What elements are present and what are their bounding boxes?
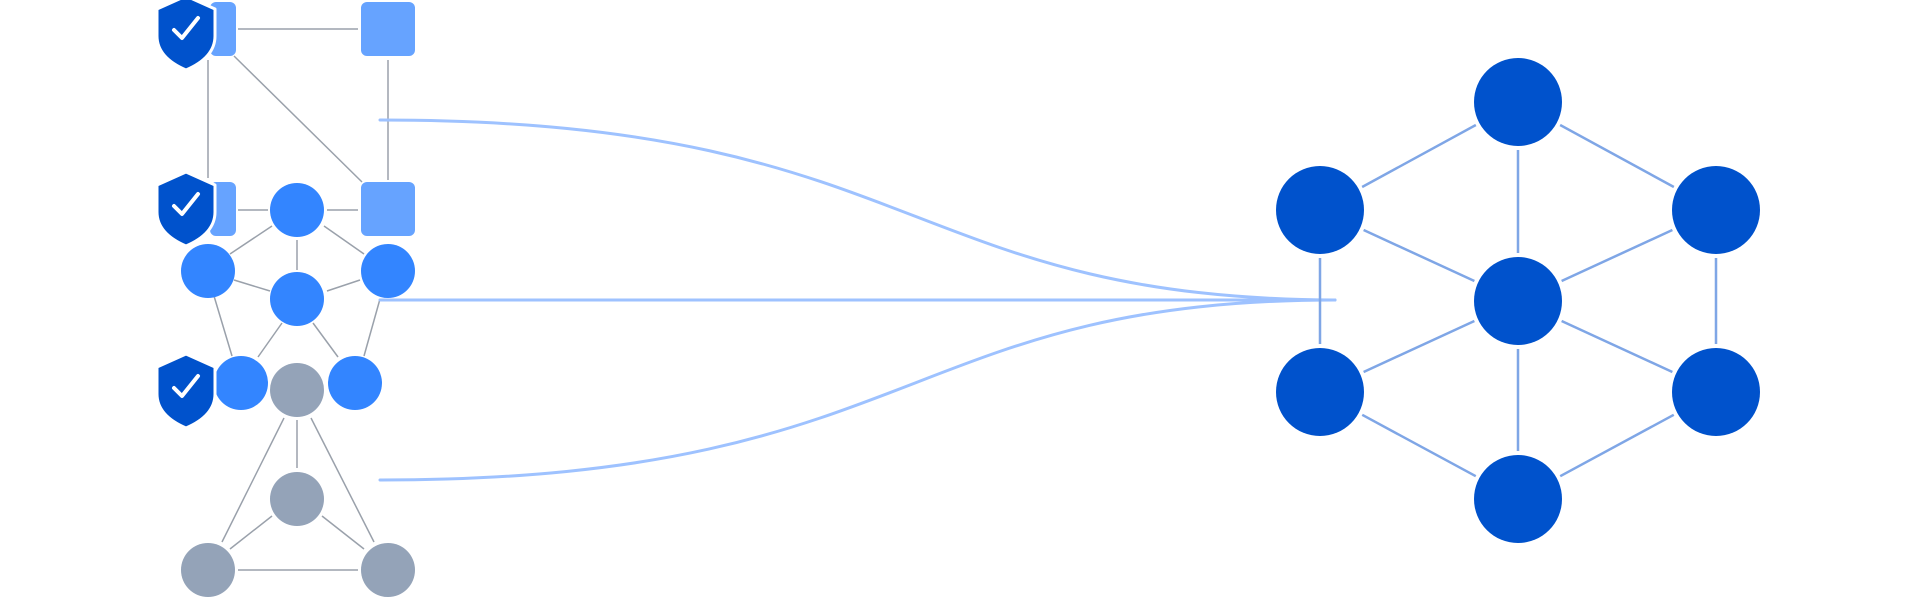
hub-edge bbox=[1559, 413, 1675, 478]
hub-node bbox=[1276, 348, 1364, 436]
hub-nodes bbox=[1276, 58, 1760, 543]
edge bbox=[213, 295, 233, 357]
node-circle bbox=[361, 543, 415, 597]
node-circle bbox=[270, 472, 324, 526]
left-cluster-edges bbox=[207, 28, 389, 571]
hub-node bbox=[1276, 166, 1364, 254]
hub-edges bbox=[1318, 123, 1718, 478]
hub-edge bbox=[1361, 413, 1477, 478]
node-circle bbox=[270, 363, 324, 417]
edge bbox=[257, 322, 283, 358]
edge bbox=[326, 279, 361, 292]
square-node bbox=[361, 2, 415, 56]
hub-node bbox=[1672, 166, 1760, 254]
hub-node bbox=[1672, 348, 1760, 436]
check-mark bbox=[172, 374, 200, 398]
hub-node bbox=[1474, 257, 1562, 345]
node-circle bbox=[270, 183, 324, 237]
node-circle bbox=[328, 356, 382, 410]
check-mark bbox=[172, 192, 200, 216]
hub-node bbox=[1474, 455, 1562, 543]
edge bbox=[323, 225, 365, 255]
edge bbox=[229, 515, 273, 550]
hub-edge bbox=[1363, 319, 1475, 374]
check-mark bbox=[172, 16, 200, 40]
connector-curves bbox=[378, 118, 1337, 482]
edge bbox=[321, 515, 365, 550]
hub-edge bbox=[1363, 228, 1475, 283]
edge bbox=[312, 322, 339, 358]
node-circle bbox=[361, 244, 415, 298]
node-circle bbox=[181, 244, 235, 298]
node-circle bbox=[214, 356, 268, 410]
hub-node bbox=[1474, 58, 1562, 146]
hub-edge bbox=[1559, 123, 1675, 189]
hub-edge bbox=[1561, 228, 1673, 283]
edge bbox=[229, 225, 273, 255]
hub-edge bbox=[1561, 319, 1673, 374]
edge bbox=[221, 417, 285, 543]
square-node bbox=[361, 182, 415, 236]
hub-edge bbox=[1361, 123, 1477, 189]
edge bbox=[233, 55, 363, 183]
edge bbox=[310, 417, 375, 543]
shield-icons bbox=[155, 0, 217, 430]
connector-curve bbox=[378, 298, 1337, 482]
node-circle bbox=[270, 272, 324, 326]
node-circle bbox=[181, 543, 235, 597]
edge bbox=[363, 298, 381, 357]
connector-curve bbox=[378, 118, 1337, 302]
edge bbox=[233, 279, 271, 292]
